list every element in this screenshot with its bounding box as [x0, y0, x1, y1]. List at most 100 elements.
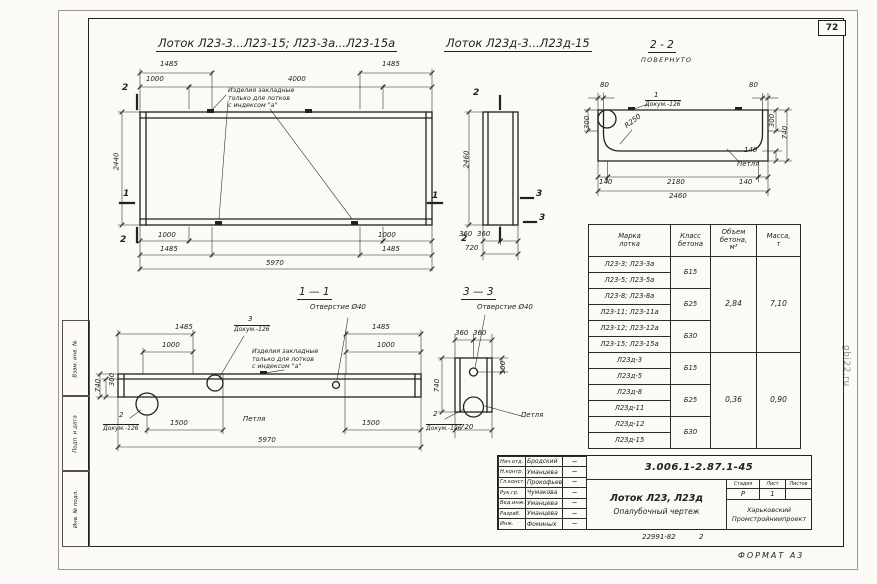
sheets-value	[786, 489, 812, 500]
cut-mark-label: 2	[473, 88, 480, 98]
signature-mark: ~	[562, 507, 587, 520]
drawing-type: Опалубочный чертеж	[613, 507, 700, 516]
mark-cell: Л23д-15	[588, 432, 671, 449]
name-cell: Прокофьева	[525, 476, 563, 489]
class-cell: Б25	[670, 384, 711, 417]
signature-mark: ~	[562, 487, 587, 499]
signature-row: Н.контр.Уманцева~	[498, 466, 587, 478]
dim-label-80: 80	[749, 81, 758, 89]
dim-label-1500: 1500	[170, 419, 188, 427]
name-cell: Бродский	[525, 455, 563, 468]
cut-mark-label: 1	[123, 189, 130, 199]
dim-label-140: 140	[599, 178, 613, 186]
spec-header-class: Класс бетона	[670, 224, 711, 257]
signature-row: Инж.Фоминых~	[498, 518, 587, 530]
format-label: ФОРМАТ А3	[738, 551, 805, 560]
role-cell: Инж.	[498, 518, 526, 530]
role-cell: Нач.отд.	[498, 455, 526, 468]
margin-stamp-box: Инв. № подл.	[62, 470, 90, 547]
stage-label: Стадия	[727, 480, 760, 489]
dim-label-740: 740	[781, 125, 790, 140]
mark-cell: Л23д-3	[588, 352, 671, 369]
section-2-2-note: ПОВЕРНУТО	[641, 56, 693, 64]
name-cell: Уманцева	[525, 497, 563, 509]
name-cell: Уманцева	[525, 466, 563, 478]
class-cell: Б15	[670, 256, 711, 289]
dim-label-300: 300	[768, 113, 777, 128]
mark-cell: Л23д-11	[588, 400, 671, 417]
embed-plate	[215, 221, 222, 225]
loop-circle	[597, 109, 617, 129]
signature-mark: ~	[562, 466, 587, 478]
signature-mark: ~	[562, 455, 587, 468]
embed-plate	[735, 107, 742, 110]
class-cell: Б30	[670, 320, 711, 353]
table-row: Л23д-12 Б30	[588, 416, 801, 449]
dim-label-1000: 1000	[158, 231, 176, 239]
loop-label: Петля	[521, 411, 544, 419]
sheets-label: Листов	[786, 480, 812, 489]
margin-stamp-label: Инв. № подл.	[73, 489, 80, 528]
signature-mark: ~	[562, 518, 587, 530]
role-cell: Гл.конст.	[498, 476, 526, 489]
section-1-1-title: 1 — 1	[297, 286, 332, 300]
embed-note: Изделия закладные только для лотков с ин…	[252, 348, 319, 371]
dim-label-1485: 1485	[382, 245, 400, 253]
section-2-2-title: 2 - 2	[648, 39, 676, 53]
dim-label-2460: 2460	[462, 150, 471, 169]
dim-label-1000: 1000	[146, 75, 164, 83]
signature-row: Нач.отд.Бродский~	[498, 455, 587, 468]
ref-number: 2	[433, 410, 438, 418]
table-row: Л23д-3 Б15 0,36 0,90	[588, 352, 801, 449]
mark-cell: Л23-12; Л23-12а	[588, 320, 671, 337]
name-cell: Фоминых	[525, 518, 563, 530]
signature-row: Разраб.Уманцева~	[498, 507, 587, 520]
dim-label-1000: 1000	[377, 341, 395, 349]
signature-mark: ~	[562, 497, 587, 509]
dim-label-360: 360	[455, 329, 469, 337]
signature-table: Нач.отд.Бродский~ Н.контр.Уманцева~ Гл.к…	[498, 455, 587, 530]
drawing-frame	[88, 18, 844, 547]
dim-label-360: 360	[459, 230, 473, 238]
dim-label-140: 140	[744, 146, 758, 154]
dim-label-720: 720	[460, 423, 474, 431]
page-number: 72	[818, 20, 846, 36]
drawing-title-main: Лоток Л23-3...Л23-15; Л23-3а...Л23-15а	[156, 36, 398, 52]
dim-label-1485: 1485	[160, 60, 178, 68]
margin-stamp-label: Взам. инв. №	[73, 339, 79, 378]
stage-grid: Стадия Лист Листов Р 1	[726, 480, 812, 500]
ref-doc-label: Докум.-126	[103, 424, 139, 432]
dim-label-740: 740	[94, 378, 103, 393]
role-cell: Рук.гр.	[498, 487, 526, 499]
dim-label-360: 360	[473, 329, 487, 337]
ref-doc-label: Докум.-126	[645, 100, 681, 108]
dim-label-300: 300	[108, 372, 117, 387]
title-block: Нач.отд.Бродский~ Н.контр.Уманцева~ Гл.к…	[497, 455, 812, 530]
dim-label-1500: 1500	[362, 419, 380, 427]
class-cell: Б25	[670, 288, 711, 321]
dim-label-1000: 1000	[162, 341, 180, 349]
mass-cell: 0,90	[756, 352, 801, 449]
dim-label-140: 140	[739, 178, 753, 186]
margin-stamp-label: Подп. и дата	[73, 414, 79, 453]
table-row: Л23-8; Л23-8а Б25	[588, 288, 801, 321]
mark-cell: Л23-5; Л23-5а	[588, 272, 671, 289]
dim-label-2460: 2460	[669, 192, 687, 200]
loop-circle	[462, 396, 485, 418]
ref-number: 2	[119, 411, 124, 419]
dim-label-720: 720	[465, 244, 479, 252]
hole-circle	[468, 367, 479, 377]
dim-label-4000: 4000	[288, 75, 306, 83]
signature-row: Рук.гр.Чумакова~	[498, 487, 587, 499]
mark-cell: Л23-15; Л23-15а	[588, 336, 671, 353]
name-cell: Уманцева	[525, 507, 563, 520]
mark-cell: Л23д-8	[588, 384, 671, 401]
dim-label-1485: 1485	[160, 245, 178, 253]
section-3-3-svg	[437, 314, 526, 439]
watermark: gbi22.ru	[841, 345, 851, 387]
margin-stamp-box: Взам. инв. №	[62, 320, 90, 397]
embed-plate	[351, 221, 358, 225]
margin-stamp-box: Подп. и дата	[62, 395, 90, 472]
plan-view-svg	[117, 68, 444, 272]
